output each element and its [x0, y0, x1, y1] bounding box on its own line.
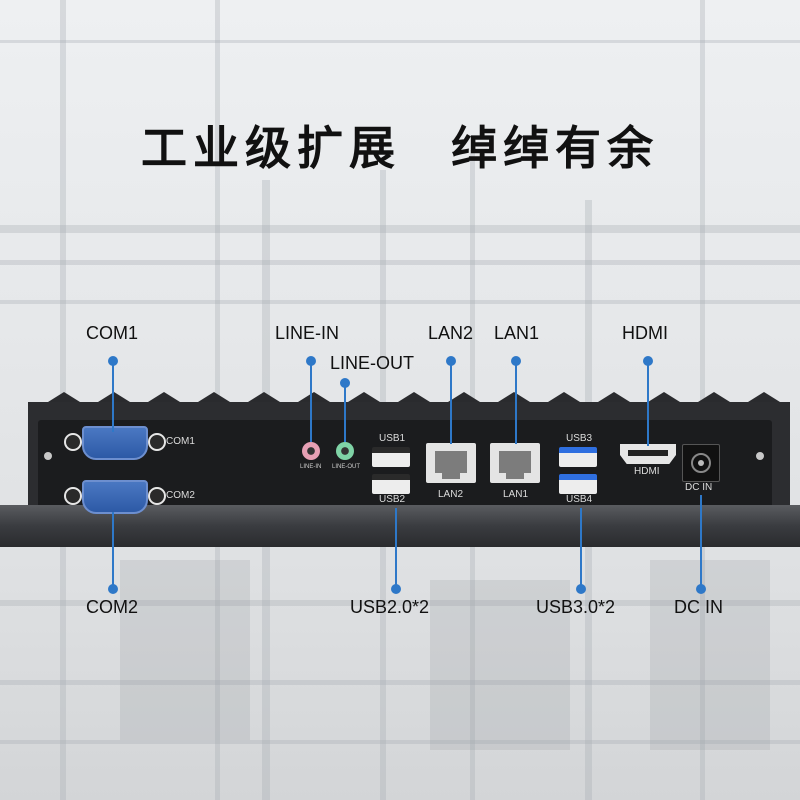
dc-in-callout-dot	[696, 584, 706, 594]
com2-nut-left	[64, 487, 82, 505]
dc-in-callout: DC IN	[674, 597, 723, 617]
dc-in-panel-label: DC IN	[685, 482, 713, 493]
headline-part1: 工业级扩展	[140, 121, 401, 175]
lan1-panel-label: LAN1	[503, 489, 529, 500]
lan2-panel-label: LAN2	[438, 489, 464, 500]
usb30-callout-line	[580, 508, 582, 588]
line-in-panel-label: LINE-IN	[300, 464, 322, 470]
usb4-panel-label: USB4	[566, 494, 593, 505]
usb1-panel-label: USB1	[379, 433, 406, 444]
usb2-panel-label: USB2	[379, 494, 406, 505]
com1-nut-right	[148, 433, 166, 451]
panel-screw-left	[44, 452, 52, 460]
line-out-callout: LINE-OUT	[330, 353, 415, 373]
hdmi-callout-dot	[643, 356, 653, 366]
com1-nut-left	[64, 433, 82, 451]
usb20-callout-dot	[391, 584, 401, 594]
com2-callout-dot	[108, 584, 118, 594]
hdmi-panel-label: HDMI	[634, 466, 660, 477]
line-in-callout: LINE-IN	[275, 323, 340, 343]
com1-panel-label: COM1	[166, 436, 195, 447]
lan1-port	[490, 443, 540, 483]
com1-callout: COM1	[86, 323, 139, 343]
com1-callout-dot	[108, 356, 118, 366]
line-in-callout-dot	[306, 356, 316, 366]
com2-callout: COM2	[86, 597, 139, 617]
lan1-callout-line	[515, 362, 517, 444]
line-in-callout-line	[310, 362, 312, 442]
lan2-port	[426, 443, 476, 483]
line-out-panel-label: LINE-OUT	[332, 464, 361, 470]
com1-port	[82, 426, 148, 460]
usb1-port	[372, 447, 410, 467]
com1-callout-line	[112, 362, 114, 432]
dc-in-port	[682, 444, 720, 482]
line-out-callout-line	[344, 384, 346, 442]
line-out-callout-dot	[340, 378, 350, 388]
usb2-port	[372, 474, 410, 494]
lan2-callout-line	[450, 362, 452, 444]
com2-panel-label: COM2	[166, 490, 195, 501]
line-in-jack	[302, 442, 320, 460]
lan1-callout-dot	[511, 356, 521, 366]
dc-in-callout-line	[700, 495, 702, 588]
usb20-callout: USB2.0*2	[350, 597, 430, 617]
usb3-panel-label: USB3	[566, 433, 593, 444]
lan2-callout: LAN2	[428, 323, 474, 343]
panel-screw-right	[756, 452, 764, 460]
usb20-callout-line	[395, 508, 397, 588]
usb3-port	[559, 447, 597, 467]
hdmi-port-slot	[628, 450, 668, 456]
usb4-port	[559, 474, 597, 494]
hdmi-callout-line	[647, 362, 649, 446]
com2-callout-line	[112, 512, 114, 588]
com2-nut-right	[148, 487, 166, 505]
usb30-callout: USB3.0*2	[536, 597, 616, 617]
headline: 工业级扩展 绰绰有余	[0, 112, 800, 178]
headline-part2: 绰绰有余	[451, 121, 659, 175]
hdmi-callout: HDMI	[622, 323, 668, 343]
lan2-callout-dot	[446, 356, 456, 366]
usb30-callout-dot	[576, 584, 586, 594]
lan1-callout: LAN1	[494, 323, 540, 343]
com2-port	[82, 480, 148, 514]
line-out-jack	[336, 442, 354, 460]
